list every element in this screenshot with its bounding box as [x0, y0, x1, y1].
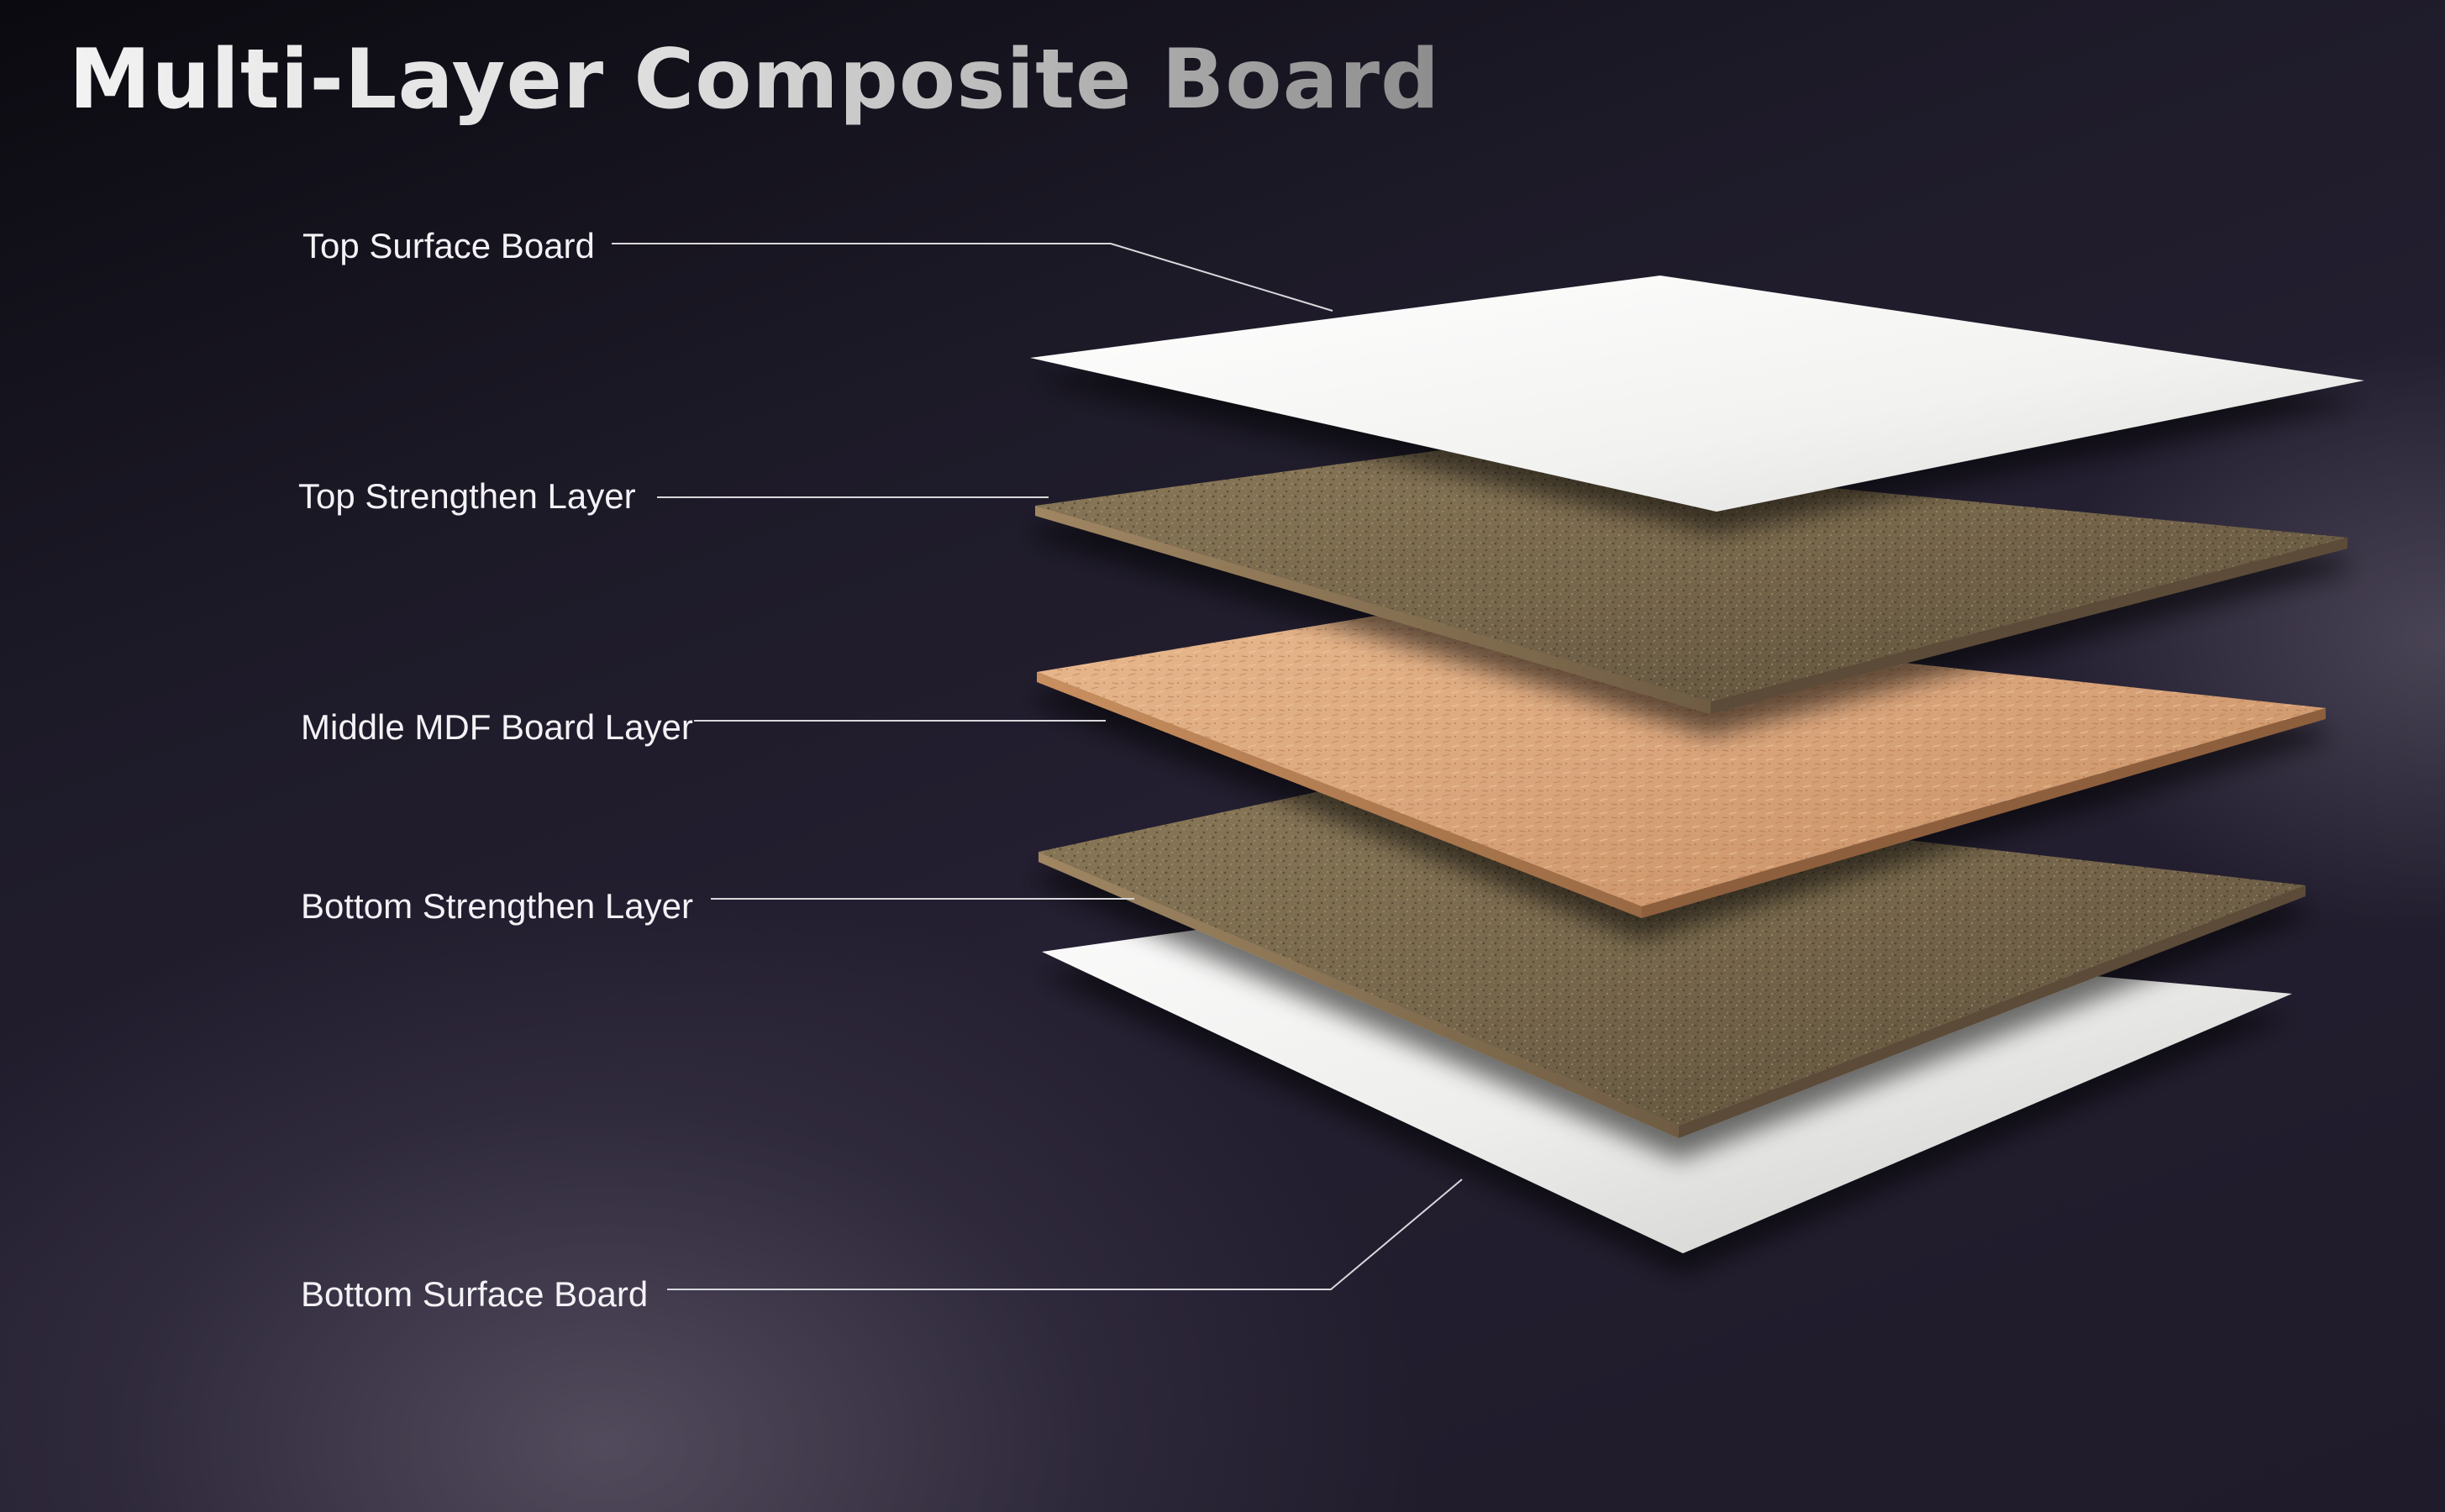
label-top-surface-board: Top Surface Board [302, 226, 595, 265]
bottom-strengthen-layer [1038, 780, 2306, 1138]
middle-mdf-board-layer [1037, 610, 2326, 918]
page-title: Multi-Layer Composite Board [69, 32, 1441, 128]
label-top-strengthen-layer: Top Strengthen Layer [298, 476, 636, 516]
leader-line-bottom-surface-board [667, 1179, 1463, 1290]
label-bottom-surface-board: Bottom Surface Board [301, 1274, 649, 1314]
label-bottom-strengthen-layer: Bottom Strengthen Layer [301, 886, 693, 926]
leader-line-top-surface-board [612, 243, 1333, 312]
label-middle-mdf-board-layer: Middle MDF Board Layer [301, 707, 693, 747]
top-strengthen-layer [1035, 450, 2348, 714]
top-surface-board [1030, 276, 2364, 512]
